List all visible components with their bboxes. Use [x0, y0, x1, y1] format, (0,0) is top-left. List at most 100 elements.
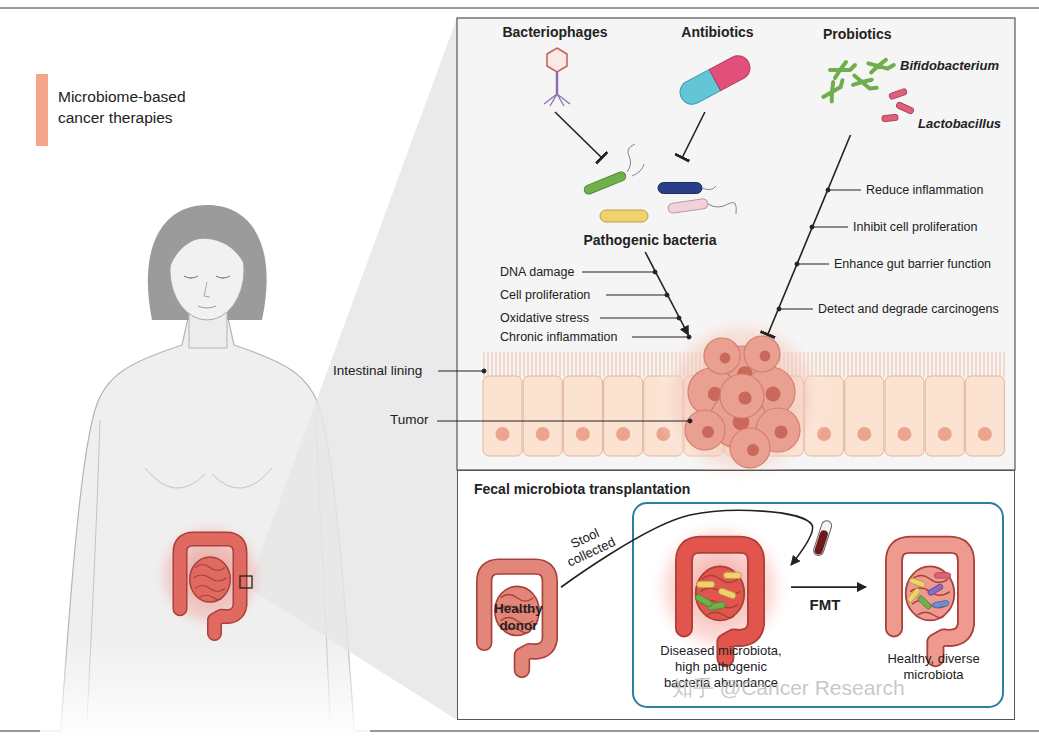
microvillus [523, 352, 524, 377]
bifidobacterium [819, 78, 849, 104]
microvillus [535, 352, 536, 377]
connector [561, 510, 813, 587]
intestine-folds [194, 565, 227, 600]
phage-icon [544, 48, 570, 106]
leader-line [797, 264, 829, 265]
tumor-nucleus [774, 425, 787, 438]
connector [682, 112, 705, 158]
cell-nucleus [616, 427, 630, 441]
epithelial-cell [483, 376, 522, 456]
cell-nucleus [938, 427, 952, 441]
bifidobacterium [866, 56, 894, 78]
microvillus [943, 352, 944, 377]
microvillus [591, 352, 592, 377]
tumor-cell [730, 428, 770, 468]
bacterium [658, 183, 702, 194]
microvillus [963, 352, 964, 377]
microvillus [955, 352, 956, 377]
microvillus [871, 352, 872, 377]
epithelial-cell [885, 376, 924, 456]
tumor-nucleus [766, 387, 781, 402]
bacterium [600, 210, 648, 222]
microvillus [607, 352, 608, 377]
microvillus [935, 352, 936, 377]
species-label: Bifidobacterium [900, 58, 999, 74]
node-label: Pathogenic bacteria [570, 232, 730, 249]
cell-nucleus [857, 427, 871, 441]
microvillus [971, 352, 972, 377]
microvillus [991, 352, 992, 377]
epithelial-cell [604, 376, 643, 456]
microvillus [891, 352, 892, 377]
tumor-nucleus [747, 444, 759, 456]
annotation-label: Reduce inflammation [866, 182, 983, 198]
colon-node: Healthy donor [476, 556, 561, 681]
microvillus [863, 352, 864, 377]
microvillus [579, 352, 580, 377]
bacterium [896, 101, 915, 114]
bacterium [882, 114, 898, 121]
cell-nucleus [496, 427, 510, 441]
microvillus [531, 352, 532, 377]
leader-line [438, 371, 484, 372]
annotation-label: Inhibit cell proliferation [853, 219, 977, 235]
annotation-label: Intestinal lining [333, 363, 422, 379]
microvillus [611, 352, 612, 377]
tumor-cell [704, 338, 740, 374]
hair [148, 205, 267, 320]
leader-dot [687, 335, 691, 339]
microvillus [515, 352, 516, 377]
annotation-label: Detect and degrade carcinogens [818, 301, 999, 317]
microvillus [575, 352, 576, 377]
microvillus [559, 352, 560, 377]
colon-glow [648, 516, 792, 660]
microvillus [631, 352, 632, 377]
microvillus [623, 352, 624, 377]
bacterium [927, 583, 944, 596]
large-intestine [180, 539, 240, 634]
bacterium [694, 593, 713, 607]
tumor-illustration [654, 310, 830, 486]
leader-dot [795, 262, 799, 266]
microvillus [519, 352, 520, 377]
cell-nucleus [898, 427, 912, 441]
microvillus [999, 352, 1000, 377]
microvillus [643, 352, 644, 377]
epithelial-cell [523, 376, 562, 456]
node-label: Healthy donor [476, 601, 561, 634]
annotation-label: Chronic inflammation [500, 329, 617, 345]
tumor-cell [744, 336, 780, 372]
microvillus [967, 352, 968, 377]
tumor-nucleus [720, 353, 731, 364]
cell-nucleus [978, 427, 992, 441]
microvillus [887, 352, 888, 377]
connector [645, 252, 688, 335]
microvillus [503, 352, 504, 377]
microvillus [895, 352, 896, 377]
microvillus [511, 352, 512, 377]
tumor-nucleus [702, 426, 714, 438]
microvillus [851, 352, 852, 377]
microvillus [639, 352, 640, 377]
node-label: Probiotics [823, 26, 891, 43]
microvillus [927, 352, 928, 377]
microvillus [647, 352, 648, 377]
test-tube [812, 519, 833, 556]
watermark: 知乎 @Cancer Research [672, 680, 905, 696]
tumor-cell [720, 374, 764, 418]
tube-glass [812, 519, 833, 556]
bacterium [935, 573, 951, 578]
microvillus [839, 352, 840, 377]
bacterium [917, 595, 932, 610]
microvillus [547, 352, 548, 377]
microvillus [583, 352, 584, 377]
title-bar [36, 74, 48, 146]
leader-dot [653, 270, 657, 274]
diagram-title: Microbiome-based cancer therapies [58, 86, 233, 128]
annotation-label: Enhance gut barrier function [834, 256, 991, 272]
leader-line [828, 190, 861, 191]
tumor-cell [685, 410, 725, 450]
colon-node: Healthy, diverse microbiota [866, 531, 1001, 701]
small-intestine [696, 566, 745, 620]
